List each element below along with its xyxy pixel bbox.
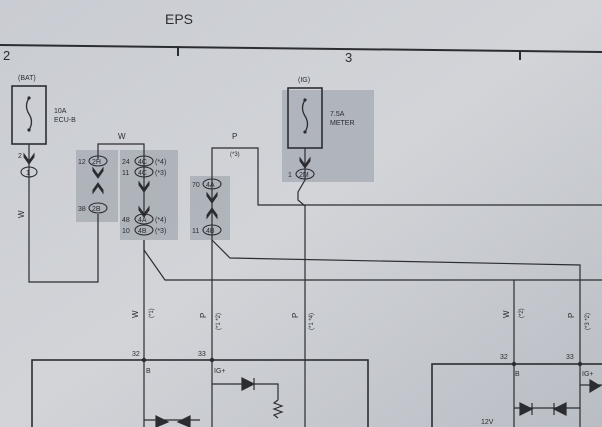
header: EPS 2 3 bbox=[0, 11, 602, 65]
svg-text:B: B bbox=[146, 368, 151, 375]
svg-text:(*4): (*4) bbox=[155, 217, 166, 224]
svg-text:B: B bbox=[515, 371, 520, 378]
svg-text:1: 1 bbox=[26, 170, 30, 177]
svg-text:(*1): (*1) bbox=[149, 308, 155, 318]
svg-text:2B: 2B bbox=[92, 206, 101, 213]
fuse-source-label: (BAT) bbox=[18, 75, 36, 82]
svg-text:4A: 4A bbox=[138, 217, 147, 224]
page-title: EPS bbox=[165, 11, 193, 27]
svg-text:(*3): (*3) bbox=[155, 170, 166, 177]
svg-text:4C: 4C bbox=[138, 170, 147, 177]
svg-text:P: P bbox=[567, 313, 576, 318]
svg-text:32: 32 bbox=[500, 354, 508, 361]
svg-text:2: 2 bbox=[18, 153, 22, 160]
connector-4c-b: 11 4C (*3) bbox=[122, 166, 166, 178]
svg-text:W: W bbox=[17, 210, 26, 218]
svg-text:4A: 4A bbox=[206, 182, 215, 189]
svg-text:48: 48 bbox=[122, 217, 130, 224]
connector-2h: 12 2H bbox=[78, 155, 108, 167]
svg-text:(*3): (*3) bbox=[230, 152, 240, 158]
svg-text:P: P bbox=[291, 313, 300, 318]
svg-text:10: 10 bbox=[122, 228, 130, 235]
ecu-right: 32 33 B IG+ 12V bbox=[431, 354, 602, 427]
svg-text:IG+: IG+ bbox=[214, 368, 225, 375]
svg-text:(*2): (*2) bbox=[519, 308, 525, 318]
svg-text:4B: 4B bbox=[206, 228, 215, 235]
svg-text:(*1 *2): (*1 *2) bbox=[216, 313, 222, 330]
svg-text:W: W bbox=[502, 310, 511, 318]
connector-4b-a: 10 4B (*3) bbox=[122, 224, 166, 236]
connector-4a-b: 70 4A bbox=[192, 178, 222, 190]
svg-text:11: 11 bbox=[192, 228, 199, 235]
connector-1: 2 1 bbox=[18, 153, 38, 178]
fuse-rating: 10A bbox=[54, 108, 67, 115]
svg-text:33: 33 bbox=[198, 351, 206, 358]
svg-text:24: 24 bbox=[122, 159, 130, 166]
svg-text:2H: 2H bbox=[92, 159, 101, 166]
fuse-source-label: (IG) bbox=[298, 77, 310, 84]
column-number-mid: 3 bbox=[345, 50, 352, 65]
svg-text:11: 11 bbox=[122, 170, 129, 177]
ecu-left: 32 33 B IG+ bbox=[31, 351, 369, 427]
svg-text:W: W bbox=[118, 132, 126, 141]
column-number-left: 2 bbox=[3, 48, 10, 63]
connectors: 2 1 12 2H 38 2B 24 4C (*4) 11 4C (*3) 48 bbox=[18, 153, 315, 236]
svg-text:12: 12 bbox=[78, 159, 86, 166]
svg-text:4C: 4C bbox=[138, 159, 147, 166]
connector-4a-a: 48 4A (*4) bbox=[122, 213, 166, 225]
svg-text:W: W bbox=[131, 310, 140, 318]
svg-text:70: 70 bbox=[192, 182, 200, 189]
svg-text:32: 32 bbox=[132, 351, 140, 358]
wire-labels: W P (*3) W W (*1) P (*1 *2) P (*1 *4) W … bbox=[17, 132, 591, 330]
connector-symbols bbox=[23, 152, 311, 220]
svg-text:IG+: IG+ bbox=[582, 371, 593, 378]
svg-text:4B: 4B bbox=[138, 228, 147, 235]
svg-text:2M: 2M bbox=[299, 172, 309, 179]
svg-text:38: 38 bbox=[78, 206, 86, 213]
svg-text:P: P bbox=[199, 313, 208, 318]
fuse-name: METER bbox=[330, 120, 355, 127]
connector-2b: 38 2B bbox=[78, 202, 108, 214]
connector-4c-a: 24 4C (*4) bbox=[122, 155, 166, 167]
svg-text:33: 33 bbox=[566, 354, 574, 361]
svg-text:(*3 *2): (*3 *2) bbox=[585, 313, 591, 330]
junction-dots bbox=[141, 357, 583, 367]
fuse-rating: 7.5A bbox=[330, 111, 345, 118]
svg-text:(*3): (*3) bbox=[155, 228, 166, 235]
svg-text:1: 1 bbox=[288, 172, 292, 179]
svg-text:12V: 12V bbox=[481, 419, 494, 426]
svg-text:(*4): (*4) bbox=[155, 159, 166, 166]
connector-2m: 1 2M bbox=[288, 168, 315, 180]
fuse-name: ECU-B bbox=[54, 117, 76, 124]
connector-4b-b: 11 4B bbox=[192, 224, 222, 236]
svg-text:P: P bbox=[232, 132, 237, 141]
svg-text:(*1 *4): (*1 *4) bbox=[309, 313, 315, 330]
